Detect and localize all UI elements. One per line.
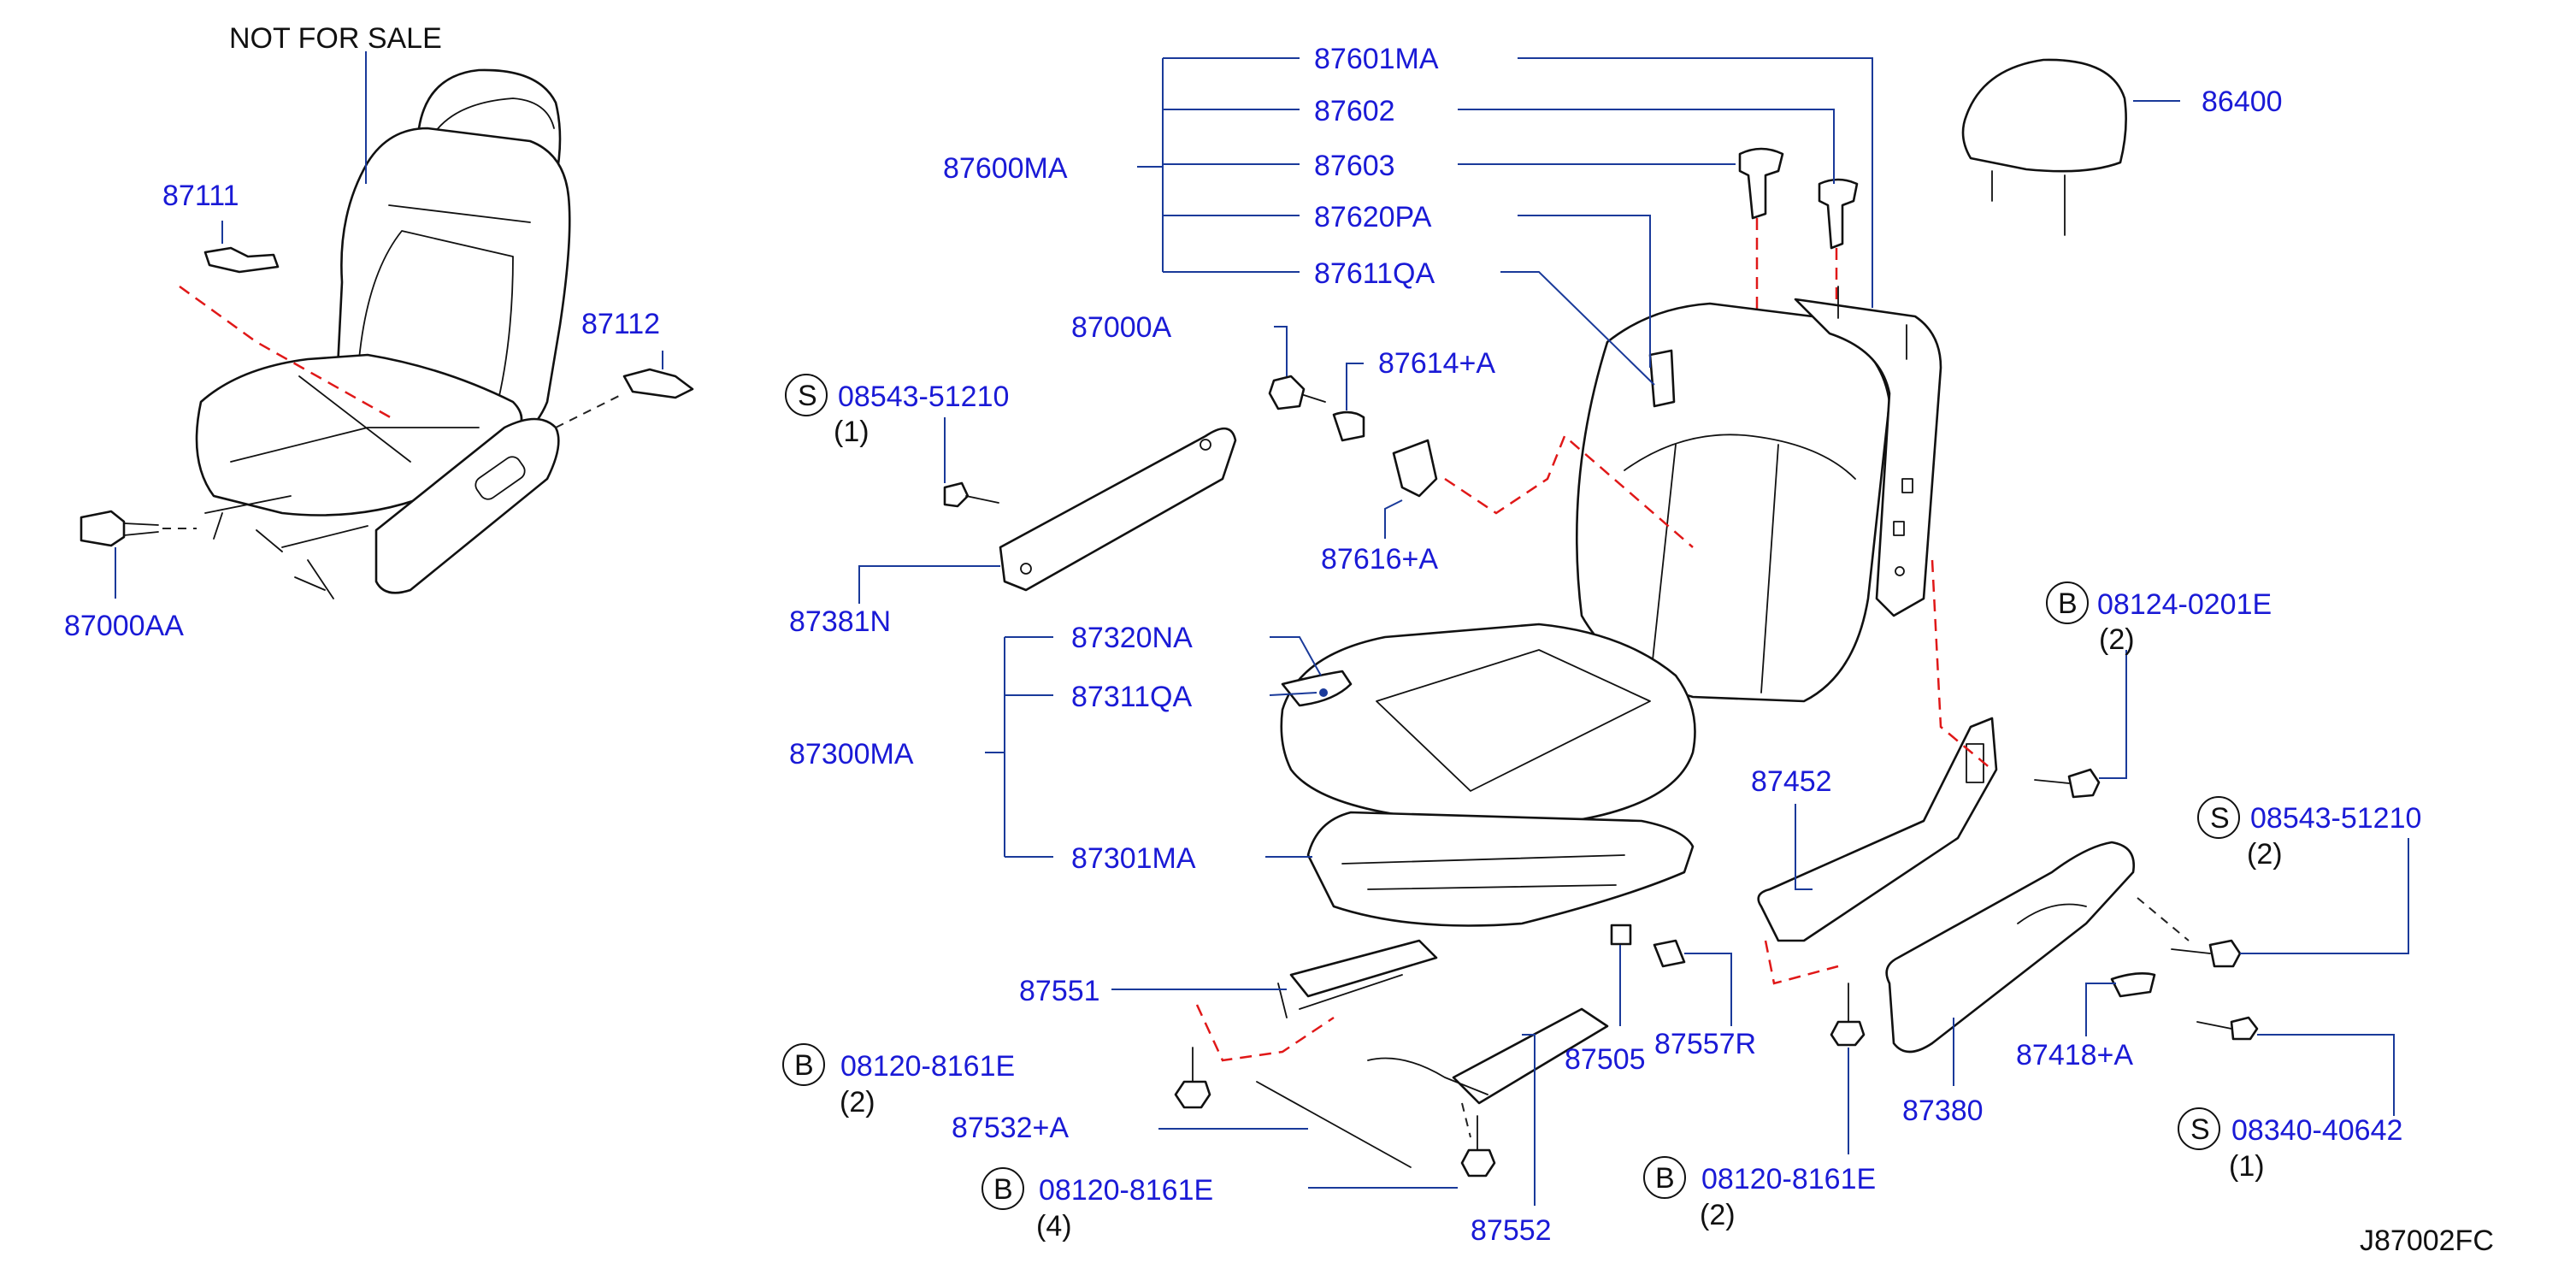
fastener-qty: (2) [840, 1086, 875, 1118]
fastener-callout: B 08120-8161E (2) [1643, 1156, 1876, 1231]
seatback-shape [1576, 286, 1942, 703]
fastener-qty: (2) [2099, 623, 2135, 656]
label-87616A: 87616+A [1321, 543, 1438, 575]
fastener-part: 08340-40642 [2231, 1114, 2402, 1147]
clip-87112-shape [622, 368, 694, 399]
fastener-qty: (1) [2229, 1150, 2265, 1183]
fastener-callouts: S 08543-51210 (1) B 08124-0201E (2) S 08… [782, 374, 2421, 1242]
fastener-qty: (4) [1036, 1210, 1072, 1242]
label-87611QA: 87611QA [1314, 257, 1435, 290]
label-87311QA: 87311QA [1071, 681, 1192, 713]
fastener-part: 08120-8161E [1039, 1174, 1213, 1207]
clip-87616A-shape [1392, 434, 1694, 548]
fastener-symbol: S [2210, 802, 2230, 835]
cushion-shape [1280, 623, 1696, 927]
fastener-symbol: S [2190, 1113, 2210, 1146]
label-87601MA: 87601MA [1314, 43, 1439, 75]
label-87320NA: 87320NA [1071, 622, 1193, 654]
fastener-part: 08120-8161E [1701, 1163, 1876, 1195]
fastener-callout: S 08543-51210 (1) [785, 374, 1009, 448]
label-87380: 87380 [1902, 1095, 1984, 1127]
figure-code: J87002FC [2360, 1225, 2494, 1257]
seat-assembly-overview [195, 68, 571, 599]
label-87557R: 87557R [1654, 1028, 1756, 1060]
fastener-callout: S 08340-40642 (1) [2178, 1107, 2402, 1183]
bolt-87000AA-shape [80, 510, 159, 547]
fastener-callout: B 08120-8161E (2) [782, 1043, 1015, 1118]
fastener-callout: B 08120-8161E (4) [981, 1167, 1213, 1242]
headrest-guides [1738, 147, 1859, 359]
label-87614A: 87614+A [1378, 347, 1495, 380]
label-87418A: 87418+A [2016, 1039, 2133, 1071]
right-bolts [943, 375, 2259, 1178]
label-87000AA: 87000AA [64, 610, 184, 642]
label-87551: 87551 [1019, 975, 1100, 1007]
label-87112: 87112 [581, 308, 660, 340]
fastener-symbol: B [1655, 1162, 1675, 1195]
wire-87532A-shape [1256, 1081, 1412, 1168]
rails-shape [1277, 939, 1609, 1138]
finisher-87381N-shape [999, 427, 1237, 592]
label-87452: 87452 [1751, 765, 1832, 798]
fastener-symbol: B [993, 1173, 1013, 1206]
fastener-part: 08543-51210 [838, 381, 1009, 413]
fastener-symbol: B [794, 1049, 814, 1082]
fastener-part: 08543-51210 [2250, 802, 2421, 835]
label-87381N: 87381N [789, 605, 891, 638]
label-87301MA: 87301MA [1071, 842, 1196, 875]
fastener-qty: (2) [1700, 1199, 1736, 1231]
label-86400: 86400 [2202, 86, 2283, 118]
fastener-qty: (1) [834, 416, 869, 448]
fastener-symbol: S [798, 380, 817, 412]
fastener-part: 08124-0201E [2097, 588, 2272, 621]
part-labels: NOT FOR SALE 87111 87112 87000AA 87601MA… [64, 22, 2494, 1257]
right-leaders [858, 57, 2409, 1206]
overview-leaders [115, 51, 663, 599]
label-87532A: 87532+A [952, 1112, 1069, 1144]
clip-87111-shape [203, 246, 280, 274]
label-87000A: 87000A [1071, 311, 1172, 344]
label-87505: 87505 [1565, 1043, 1646, 1076]
label-87603: 87603 [1314, 150, 1395, 182]
small-parts-shape [1610, 924, 1686, 968]
label-87552: 87552 [1471, 1214, 1552, 1247]
label-87600MA: 87600MA [943, 152, 1068, 185]
fastener-qty: (2) [2247, 838, 2283, 871]
label-87602: 87602 [1314, 95, 1395, 127]
headrest-86400-shape [1961, 58, 2127, 236]
fastener-callout: B 08124-0201E (2) [2046, 581, 2272, 656]
not-for-sale-note: NOT FOR SALE [229, 22, 442, 55]
side-finishers-shape [1195, 559, 2190, 1062]
label-87620PA: 87620PA [1314, 201, 1432, 233]
label-87111: 87111 [162, 180, 239, 212]
fastener-part: 08120-8161E [840, 1050, 1015, 1083]
fastener-symbol: B [2058, 587, 2078, 620]
fastener-callout: S 08543-51210 (2) [2197, 796, 2421, 871]
label-87300MA: 87300MA [789, 738, 914, 770]
